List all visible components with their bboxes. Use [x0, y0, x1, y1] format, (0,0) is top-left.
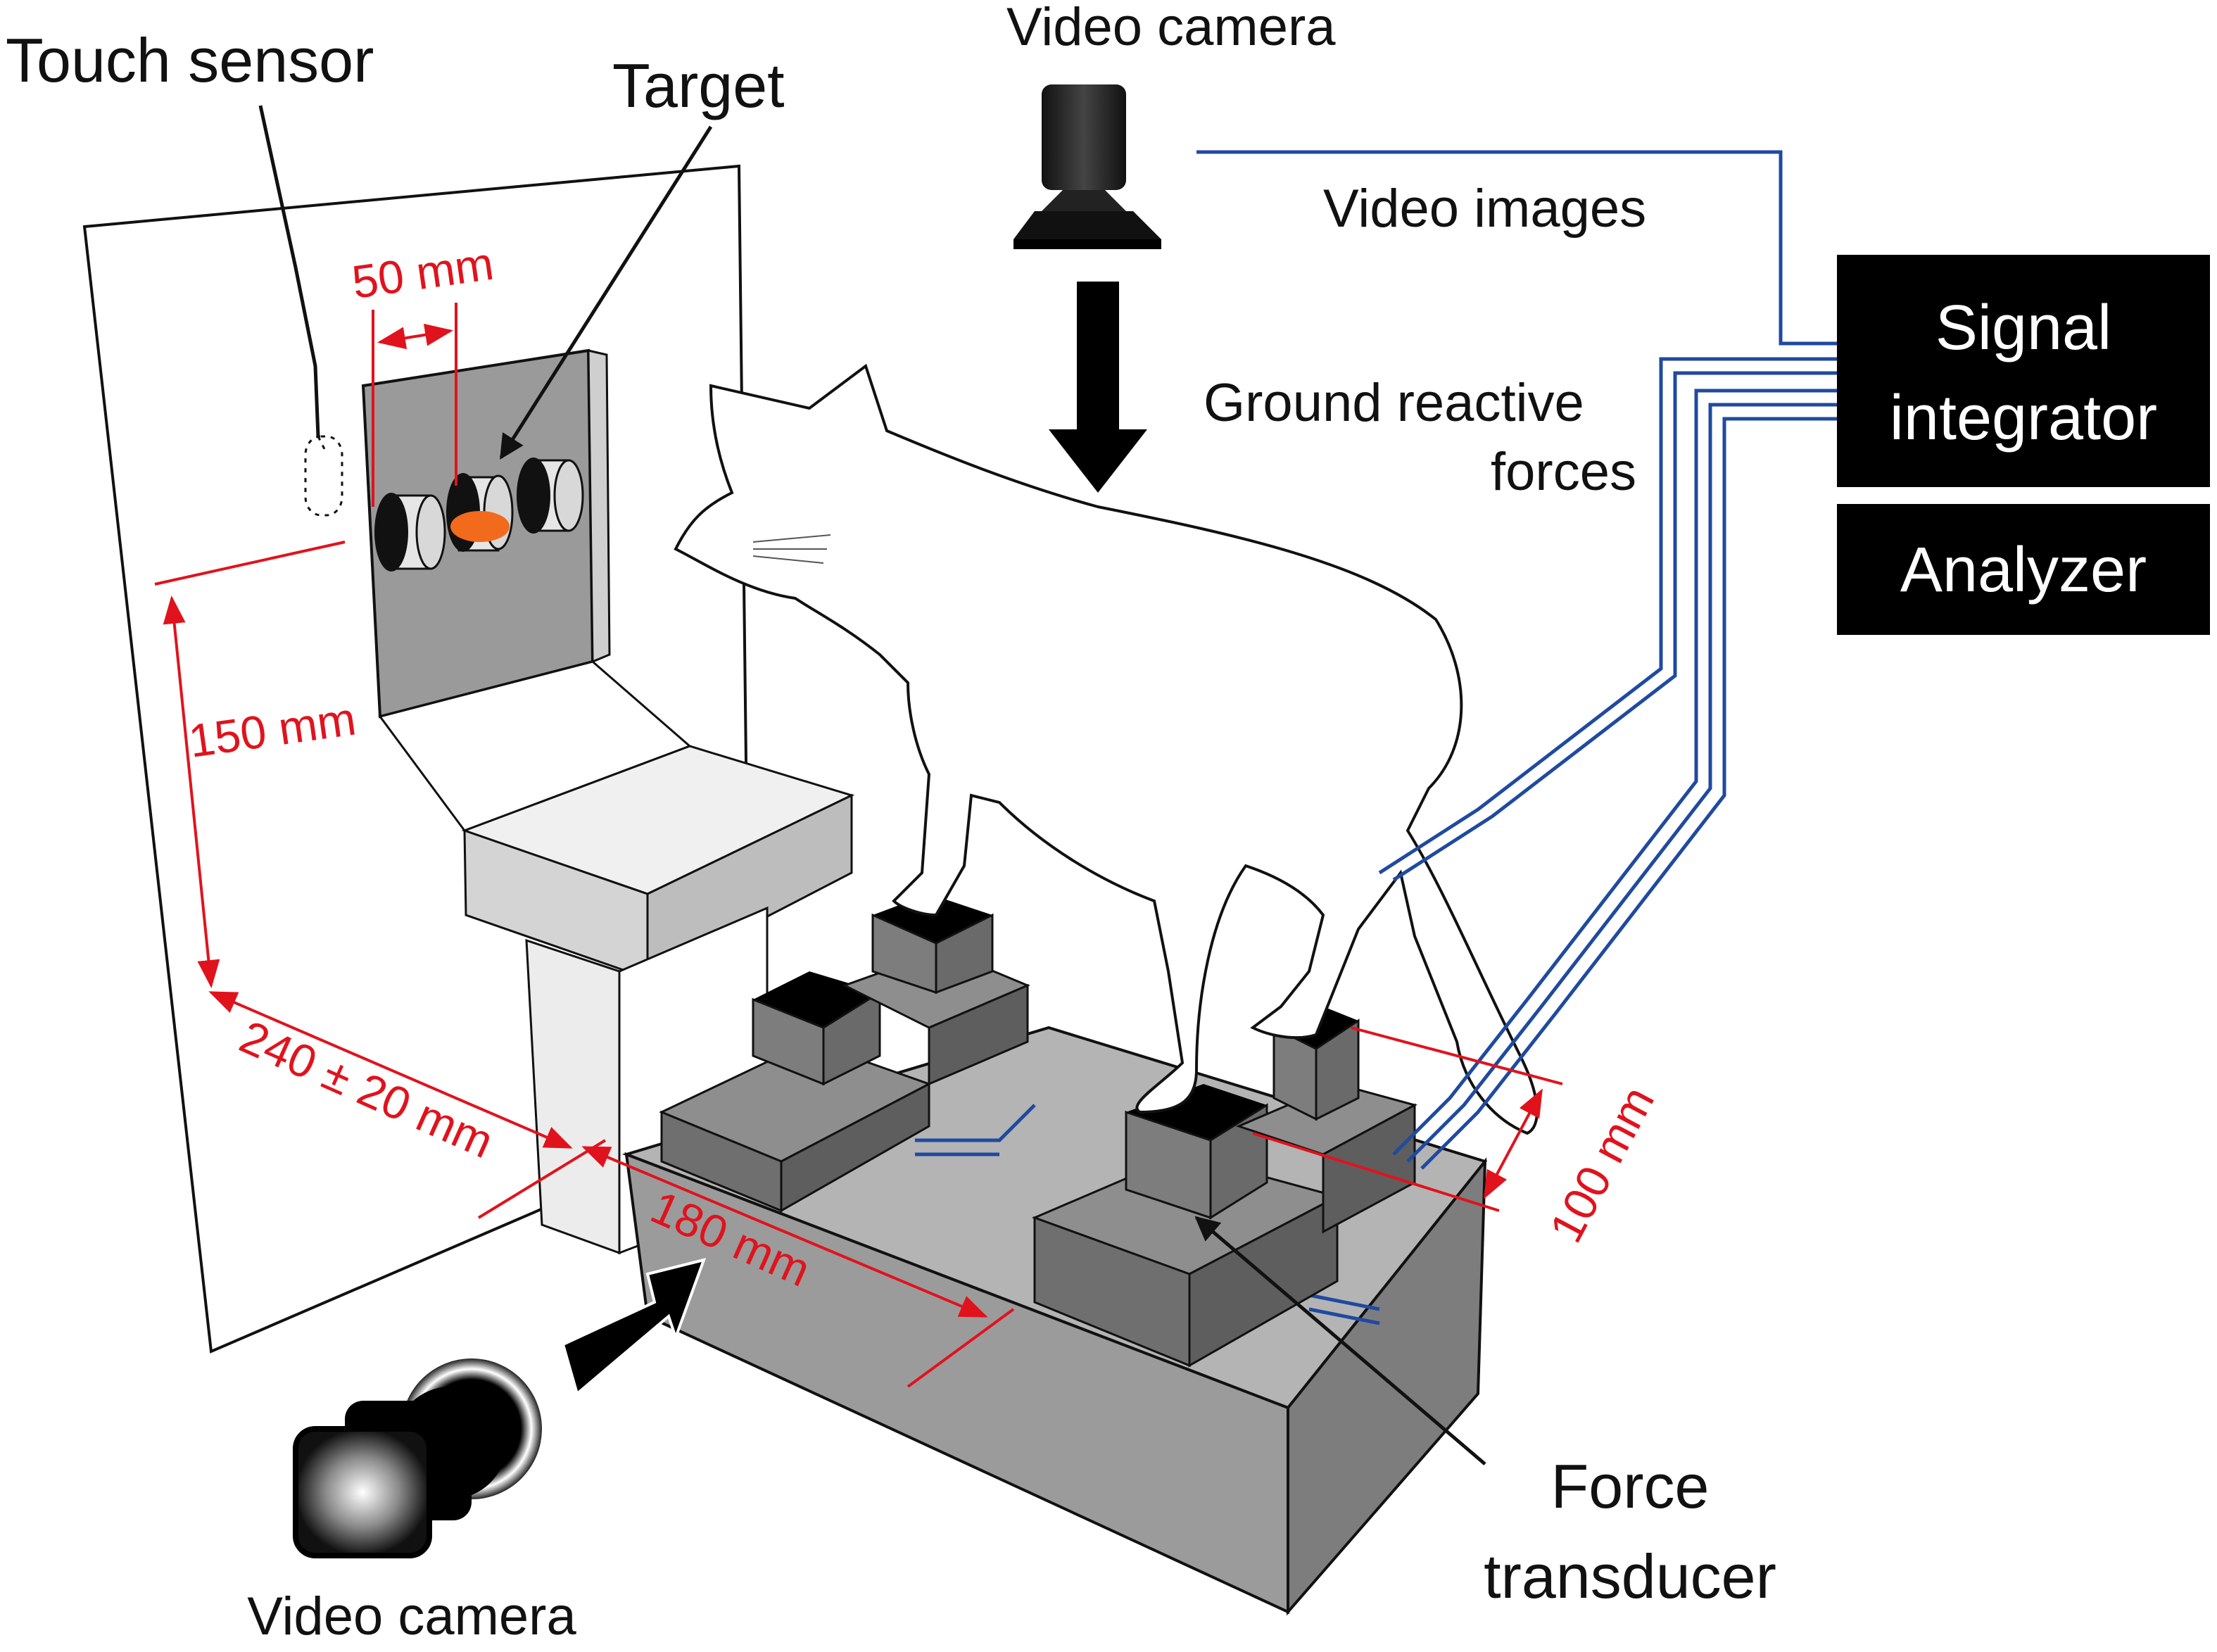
cat-silhouette [674, 363, 1539, 1135]
signal-integrator-label-line2: integrator [1890, 383, 2157, 453]
side-video-camera [293, 1358, 542, 1558]
target-pointer [499, 125, 713, 460]
target-cylinder-right [517, 458, 584, 534]
signal-integrator-box [1837, 255, 2210, 487]
analyzer-box [1837, 504, 2210, 635]
dim-platform-width: 100 mm [1539, 1078, 1664, 1250]
video-images-wire [1196, 150, 1837, 346]
target-food [450, 511, 510, 542]
ground-forces-label-line1: Ground reactive [1204, 373, 1584, 433]
video-images-label: Video images [1323, 179, 1646, 239]
touch-sensor-outline [258, 105, 343, 517]
analyzer-label: Analyzer [1900, 535, 2147, 605]
dimension-lines [154, 303, 1563, 1388]
top-video-camera [1013, 84, 1161, 249]
touch-sensor-label: Touch sensor [6, 25, 374, 95]
force-transducer-back-left [842, 894, 1030, 1086]
force-signal-wires [1378, 357, 1837, 1170]
force-transducer-pointer [1194, 1216, 1486, 1465]
target-cylinder-center [446, 473, 514, 552]
signal-integrator-label-line1: Signal [1935, 293, 2111, 363]
target-cylinders [374, 458, 584, 572]
target-label: Target [612, 51, 785, 120]
force-transducer-label-line2: transducer [1484, 1541, 1776, 1611]
target-cylinder-left [374, 493, 446, 572]
force-transducer-label-line1: Force [1551, 1451, 1710, 1521]
side-camera-label: Video camera [247, 1587, 576, 1646]
ground-forces-label-line2: forces [1491, 442, 1636, 502]
camera-down-arrow-icon [1049, 282, 1147, 493]
top-camera-label: Video camera [1006, 0, 1336, 57]
